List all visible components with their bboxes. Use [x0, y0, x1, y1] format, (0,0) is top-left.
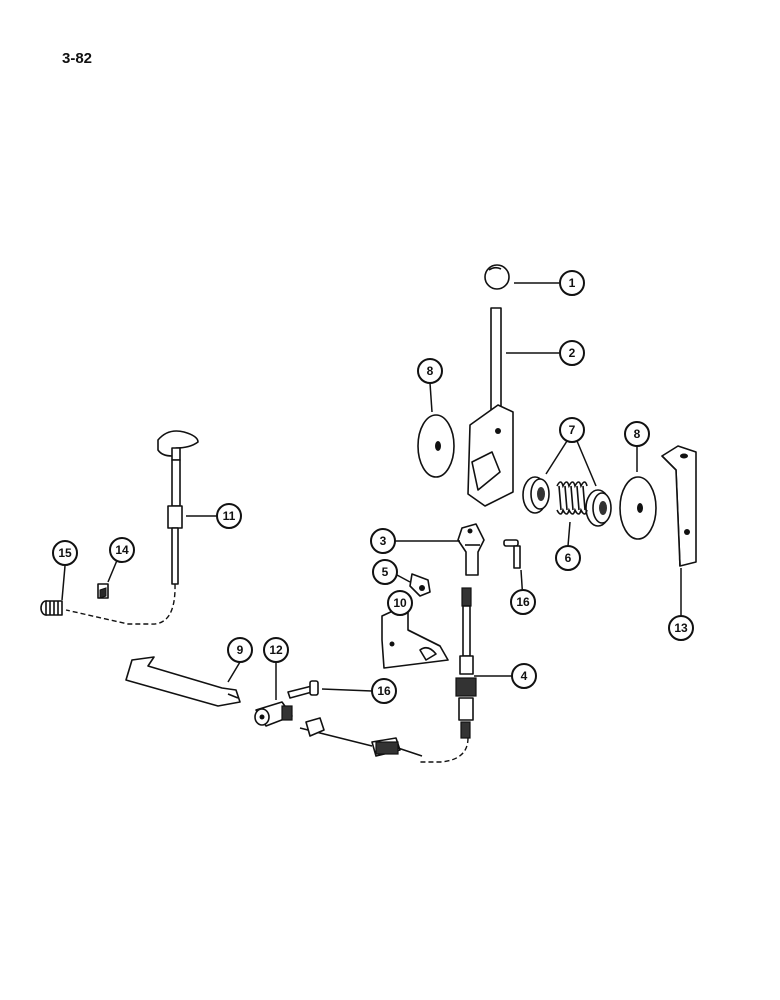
adjuster-rod-part	[455, 587, 477, 739]
bushing-left-part	[522, 476, 550, 514]
svg-text:10: 10	[393, 596, 407, 610]
svg-text:8: 8	[634, 427, 641, 441]
leader-lines	[61, 282, 682, 700]
callout-4: 4	[511, 663, 537, 689]
svg-text:2: 2	[569, 346, 576, 360]
knob-part	[484, 264, 510, 290]
bracket-part	[661, 445, 697, 567]
svg-text:7: 7	[569, 423, 576, 437]
callout-14: 14	[109, 537, 135, 563]
callout-5: 5	[372, 559, 398, 585]
threaded-fitting-part	[40, 600, 63, 616]
bushing-right-part	[585, 489, 612, 527]
svg-text:12: 12	[269, 643, 283, 657]
svg-text:5: 5	[382, 565, 389, 579]
callout-8-right: 8	[624, 421, 650, 447]
callout-16-lower: 16	[371, 678, 397, 704]
svg-text:16: 16	[516, 595, 530, 609]
svg-text:3: 3	[380, 534, 387, 548]
callout-9: 9	[227, 637, 253, 663]
svg-text:16: 16	[377, 684, 391, 698]
callout-16-upper: 16	[510, 589, 536, 615]
callout-13: 13	[668, 615, 694, 641]
rod-end-part	[254, 701, 293, 727]
lever-part	[467, 307, 514, 507]
callout-11: 11	[216, 503, 242, 529]
page-number: 3-82	[62, 50, 93, 67]
washer-left-part	[417, 414, 455, 478]
throttle-cable-part	[299, 717, 469, 763]
pin-upper-part	[503, 539, 521, 569]
svg-text:8: 8	[427, 364, 434, 378]
callout-7: 7	[559, 417, 585, 443]
callout-8-left: 8	[417, 358, 443, 384]
callout-15: 15	[52, 540, 78, 566]
callout-12: 12	[263, 637, 289, 663]
svg-text:1: 1	[569, 276, 576, 290]
svg-text:13: 13	[674, 621, 688, 635]
callout-6: 6	[555, 545, 581, 571]
callout-10: 10	[387, 590, 413, 616]
strap-part	[125, 656, 241, 707]
callout-3: 3	[370, 528, 396, 554]
svg-text:11: 11	[223, 509, 236, 523]
clevis-part	[457, 523, 485, 576]
svg-text:6: 6	[565, 551, 572, 565]
mounting-bracket-part	[381, 603, 449, 669]
cable-clip-part	[97, 583, 109, 599]
callout-1: 1	[559, 270, 585, 296]
clip-part	[409, 573, 431, 597]
spring-part	[556, 481, 588, 515]
svg-text:4: 4	[521, 669, 528, 683]
washer-right-part	[619, 476, 657, 540]
callout-2: 2	[559, 340, 585, 366]
svg-text:15: 15	[58, 546, 72, 560]
pull-handle-part	[65, 430, 199, 625]
bolt-lower-part	[287, 680, 319, 699]
svg-text:14: 14	[115, 543, 129, 557]
svg-text:9: 9	[237, 643, 244, 657]
